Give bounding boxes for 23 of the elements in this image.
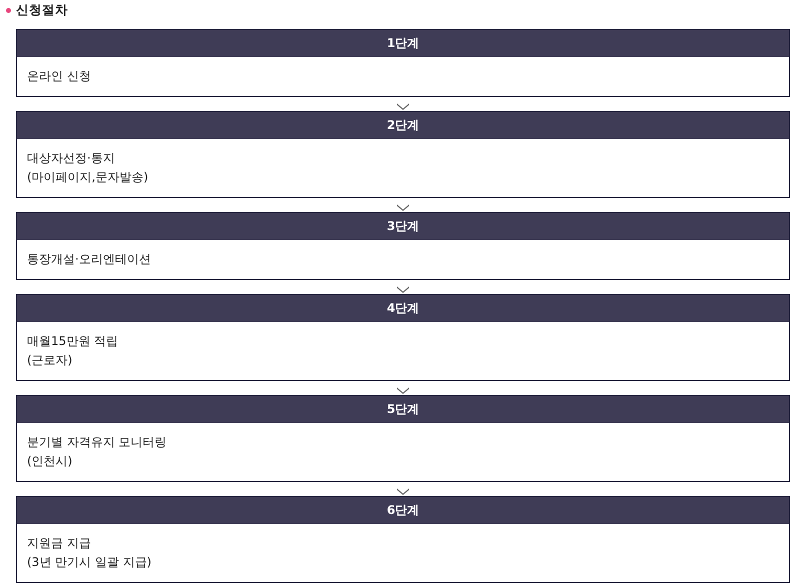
- step-heading: 4단계: [17, 295, 789, 322]
- step-card: [16, 29, 790, 97]
- section-title: 신청절차: [16, 1, 68, 18]
- step-card: [16, 395, 790, 482]
- step-description: (3년 만기시 일괄 지급): [27, 554, 152, 571]
- step-description: 대상자선정·통지: [27, 150, 115, 167]
- step-heading: 6단계: [17, 497, 789, 524]
- step-description: (인천시): [27, 453, 72, 470]
- step-description: 온라인 신청: [27, 68, 91, 85]
- step-card: [16, 212, 790, 280]
- step-description: 매월15만원 적립: [27, 333, 118, 350]
- step-heading: 5단계: [17, 396, 789, 423]
- step-card: [16, 294, 790, 381]
- step-description: 통장개설·오리엔테이션: [27, 251, 151, 268]
- step-description: 분기별 자격유지 모니터링: [27, 434, 167, 451]
- step-heading: 2단계: [17, 112, 789, 139]
- step-description: (마이페이지,문자발송): [27, 169, 148, 186]
- step-heading: 1단계: [17, 30, 789, 57]
- step-card: [16, 496, 790, 583]
- step-description: (근로자): [27, 352, 72, 369]
- step-heading: 3단계: [17, 213, 789, 240]
- step-card: [16, 111, 790, 198]
- step-description: 지원금 지급: [27, 535, 91, 552]
